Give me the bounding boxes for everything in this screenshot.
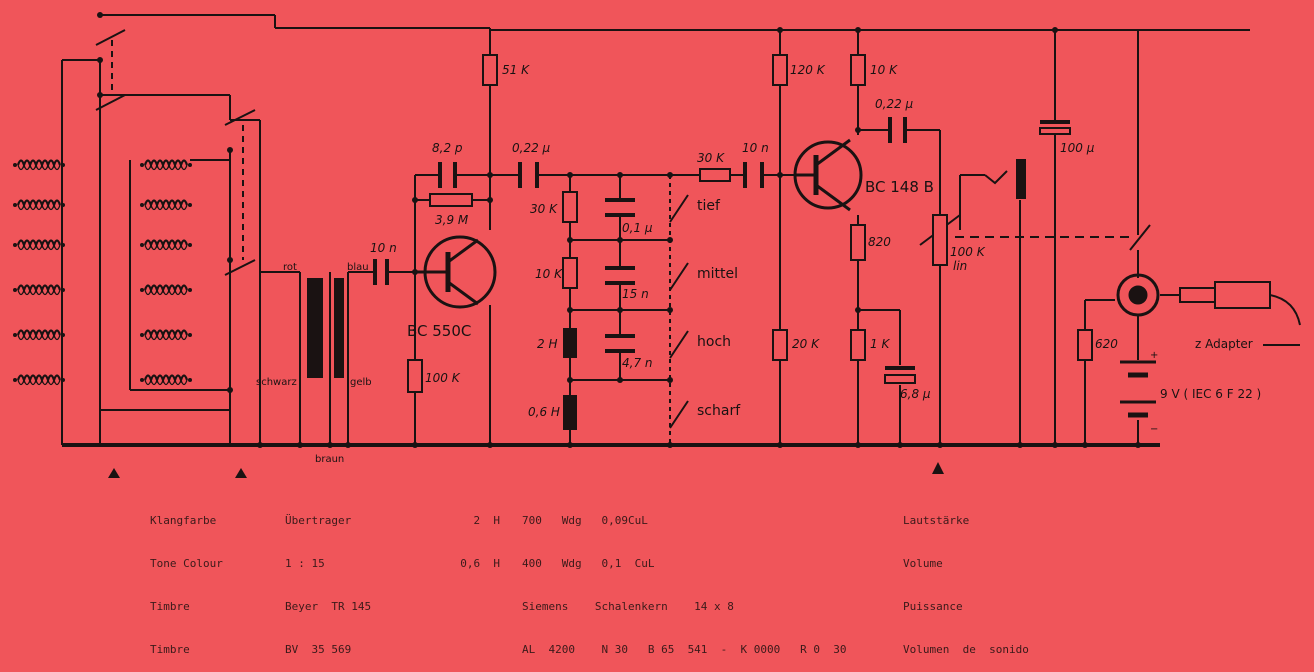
resistor-820 [850,224,866,261]
note-line: 400 Wdg 0,1 CuL [522,557,655,571]
note-line: Timbre [150,643,190,657]
label-wire-braun: braun [315,454,344,465]
tone-coils [11,159,194,386]
label-adapter: z Adapter [1195,337,1253,351]
note-line: BV 35 569 [285,643,352,657]
resistors [407,54,1093,393]
label-switch-hoch: hoch [697,334,731,350]
label-c15n: 15 n [622,287,649,301]
label-r10k-ladder: 10 K [535,267,563,281]
label-switch-tief: tief [697,198,721,214]
note-line: Übertrager [285,513,352,527]
notes-col-uebertrager: Übertrager 1 : 15 Beyer TR 145 BV 35 569 [285,485,371,672]
note-line: AL 4200 N 30 B 65 541 - K 0000 R 0 30 [522,643,847,657]
notes-col-lautstaerke: Lautstärke Volume Puissance Volumen de s… [903,485,1029,672]
resistor-30k-series [699,168,731,182]
electrolytic-caps [884,127,1071,384]
label-r10k-top: 10 K [870,63,898,77]
label-c82p: 8,2 p [432,141,463,155]
resistor-30k-ladder [562,191,578,223]
label-c10n-in: 10 n [370,241,397,255]
resistor-620 [1077,329,1093,361]
notes-col-klangfarbe: Klangfarbe Tone Colour Timbre Timbre [150,485,223,672]
label-l06h: 0,6 H [528,405,560,419]
resistor-120k [772,54,788,86]
jack-socket [1116,273,1160,317]
label-r820: 820 [868,235,891,249]
label-r120k: 120 K [790,63,826,77]
note-line: Lautstärke [903,513,970,527]
transistors-symbols [415,138,863,309]
label-c100u: 100 µ [1060,141,1095,155]
plug [1016,159,1271,309]
markers [108,462,944,478]
note-line: 2 H [473,513,501,527]
note-line: Siemens Schalenkern 14 x 8 [522,600,734,614]
note-line: 0,6 H [460,557,500,571]
label-r39m: 3,9 M [435,213,469,227]
label-c022-out: 0,22 µ [875,97,914,111]
label-switch-mittel: mittel [697,266,738,282]
note-line: Klangfarbe [150,513,217,527]
note-line: 1 : 15 [285,557,325,571]
label-c022-in: 0,22 µ [512,141,551,155]
battery-minus: − [1150,424,1158,435]
resistor-3-9m [429,193,473,207]
battery [1120,360,1156,418]
resistor-10k-ladder [562,257,578,289]
label-wire-rot: rot [283,262,297,273]
label-q2: BC 148 B [865,178,934,196]
transformer [307,278,344,378]
note-line: Volume [903,557,943,571]
notes-col-windings: 700 Wdg 0,09CuL 400 Wdg 0,1 CuL Siemens … [522,485,847,672]
label-battery: 9 V ( IEC 6 F 22 ) [1160,387,1261,401]
label-r1k: 1 K [870,337,890,351]
resistor-1k [850,329,866,361]
label-q1: BC 550C [407,322,471,340]
label-c01u: 0,1 µ [622,221,653,235]
label-r30k-series: 30 K [697,151,725,165]
label-wire-schwarz: schwarz [256,377,297,388]
schematic-stage: + − 51 K 120 K 10 K 0,22 µ 100 µ 8,2 p 0… [11,12,1301,656]
label-pot-taper: lin [953,259,967,273]
wiring [61,14,1301,447]
note-line: Timbre [150,600,190,614]
label-r20k: 20 K [792,337,820,351]
note-line: Beyer TR 145 [285,600,372,614]
inductors [563,328,577,430]
note-line: Puissance [903,600,963,614]
label-l2h: 2 H [537,337,557,351]
label-r30k-ladder: 30 K [530,202,558,216]
tone-switches [669,194,689,429]
label-c47n: 4,7 n [622,356,653,370]
resistor-10k-top [850,54,866,86]
resistor-100k [407,359,423,393]
label-c68u: 6,8 µ [900,387,931,401]
label-r620: 620 [1095,337,1118,351]
resistor-20k [772,329,788,361]
label-r51k: 51 K [502,63,530,77]
note-line: 700 Wdg 0,09CuL [522,513,648,527]
note-line: Volumen de sonido [903,643,1029,657]
notes-col-henry: 2 H 0,6 H [440,485,500,586]
note-line: Tone Colour [150,557,223,571]
label-switch-scharf: scharf [697,403,741,419]
resistor-51k [482,54,498,86]
potentiometer-100k [932,214,948,266]
capacitors [373,117,1070,370]
label-wire-gelb: gelb [350,377,372,388]
junctions [97,12,1141,448]
label-r100k: 100 K [425,371,461,385]
label-pot-value: 100 K [950,245,986,259]
battery-plus: + [1150,350,1158,361]
label-wire-blau: blau [347,262,369,273]
circuit-schematic: + − 51 K 120 K 10 K 0,22 µ 100 µ 8,2 p 0… [11,12,1301,478]
label-c10n-series: 10 n [742,141,769,155]
